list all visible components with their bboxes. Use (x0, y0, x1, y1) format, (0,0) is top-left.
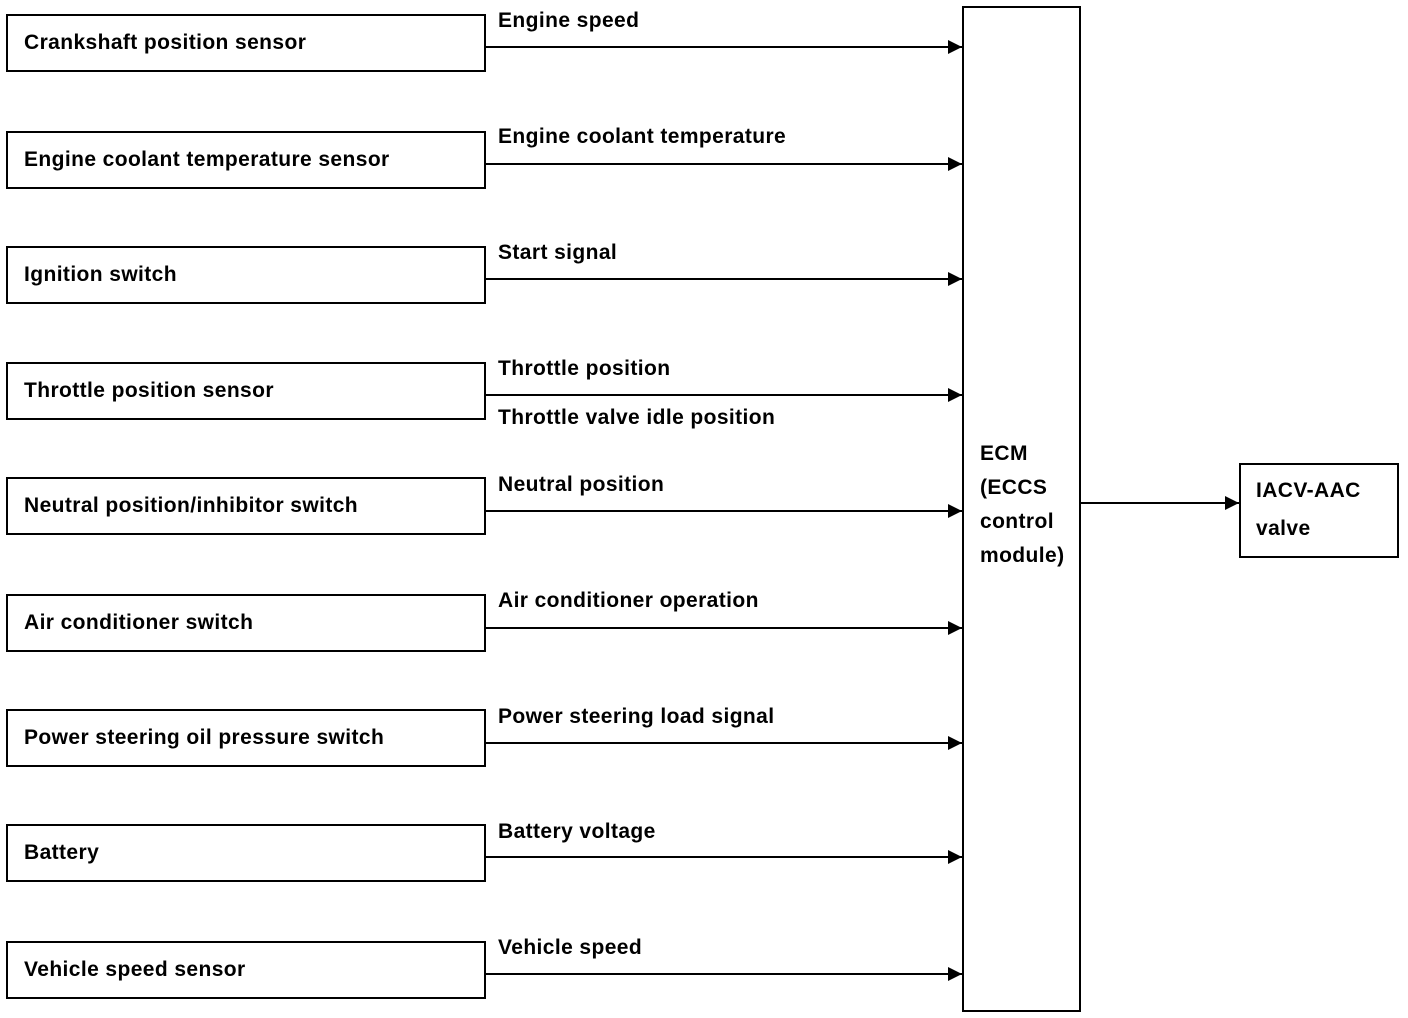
arrow-battery-voltage (486, 850, 962, 864)
ecm-box (962, 6, 1081, 1012)
arrow-ecm-to-iacv (1081, 496, 1239, 510)
air-conditioner-switch-label: Air conditioner switch (24, 611, 254, 634)
iacv-aac-valve-label: IACV-AAC valve (1256, 472, 1361, 548)
vehicle-speed-sensor-label: Vehicle speed sensor (24, 958, 246, 981)
arrow-neutral-position (486, 504, 962, 518)
arrowhead (948, 736, 962, 750)
signal-label-engine-coolant-temperature: Engine coolant temperature (498, 125, 787, 148)
arrow-engine-coolant-temperature (486, 157, 962, 171)
battery-box: Battery (6, 824, 486, 882)
power-steering-oil-pressure-switch-label: Power steering oil pressure switch (24, 726, 385, 749)
power-steering-oil-pressure-switch-box: Power steering oil pressure switch (6, 709, 486, 767)
arrowhead (948, 850, 962, 864)
ignition-switch-box: Ignition switch (6, 246, 486, 304)
ignition-switch-label: Ignition switch (24, 263, 177, 286)
signal-label-vehicle-speed: Vehicle speed (498, 936, 643, 959)
ecm-label: ECM (ECCS control module) (980, 437, 1064, 573)
arrow-air-conditioner-operation (486, 621, 962, 635)
crankshaft-position-sensor-box: Crankshaft position sensor (6, 14, 486, 72)
ecm-label-line: module) (980, 544, 1065, 567)
engine-coolant-temperature-sensor-label: Engine coolant temperature sensor (24, 148, 390, 171)
arrow-start-signal (486, 272, 962, 286)
arrowhead (948, 157, 962, 171)
ecm-label-line: control (980, 510, 1054, 533)
signal-label-battery-voltage: Battery voltage (498, 820, 656, 843)
ecm-label-line: (ECCS (980, 476, 1048, 499)
signal-label-neutral-position: Neutral position (498, 473, 665, 496)
arrowhead (948, 504, 962, 518)
arrow-throttle-position (486, 388, 962, 402)
arrowhead (948, 621, 962, 635)
iacv-label-line: valve (1256, 517, 1311, 540)
throttle-position-sensor-label: Throttle position sensor (24, 379, 274, 402)
signal-label-engine-speed: Engine speed (498, 9, 640, 32)
crankshaft-position-sensor-label: Crankshaft position sensor (24, 31, 307, 54)
signal-label-throttle-valve-idle-position: Throttle valve idle position (498, 406, 776, 429)
arrowhead (948, 272, 962, 286)
arrowhead (948, 388, 962, 402)
signal-label-throttle-position: Throttle position (498, 357, 671, 380)
signal-label-power-steering-load-signal: Power steering load signal (498, 705, 775, 728)
air-conditioner-switch-box: Air conditioner switch (6, 594, 486, 652)
battery-label: Battery (24, 841, 100, 864)
arrowhead (948, 40, 962, 54)
throttle-position-sensor-box: Throttle position sensor (6, 362, 486, 420)
arrowhead (1225, 496, 1239, 510)
signal-label-air-conditioner-operation: Air conditioner operation (498, 589, 759, 612)
iacv-label-line: IACV-AAC (1256, 479, 1361, 502)
iacv-aac-valve-box (1239, 463, 1399, 558)
neutral-position-inhibitor-switch-box: Neutral position/inhibitor switch (6, 477, 486, 535)
engine-coolant-temperature-sensor-box: Engine coolant temperature sensor (6, 131, 486, 189)
ecm-label-line: ECM (980, 442, 1028, 465)
signal-label-start-signal: Start signal (498, 241, 618, 264)
arrow-vehicle-speed (486, 967, 962, 981)
arrow-power-steering-load-signal (486, 736, 962, 750)
arrowhead (948, 967, 962, 981)
vehicle-speed-sensor-box: Vehicle speed sensor (6, 941, 486, 999)
neutral-position-inhibitor-switch-label: Neutral position/inhibitor switch (24, 494, 359, 517)
arrow-engine-speed (486, 40, 962, 54)
